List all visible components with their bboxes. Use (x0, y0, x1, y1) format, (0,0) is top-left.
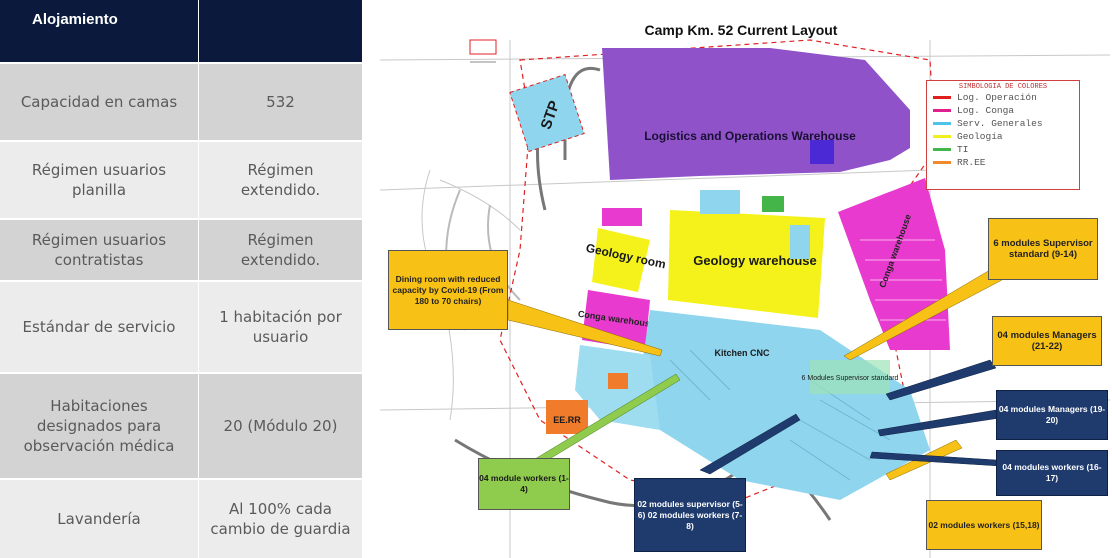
row-label: Capacidad en camas (0, 64, 198, 140)
legend-title: SIMBOLOGIA DE COLORES (958, 83, 1048, 91)
geology-warehouse-label: Geology warehouse (693, 253, 817, 268)
row-label: Habitaciones designados para observación… (0, 374, 198, 478)
row-value: 1 habitación por usuario (198, 282, 362, 372)
geology-warehouse-area (668, 210, 825, 318)
row-label: Estándar de servicio (0, 282, 198, 372)
table-row: Capacidad en camas 532 (0, 64, 362, 140)
table-row: Estándar de servicio 1 habitación por us… (0, 282, 362, 372)
camp-layout-map: STP Logistics and Operations Warehouse C… (370, 0, 1112, 558)
callout-managers-21-22: 04 modules Managers (21-22) (992, 316, 1102, 366)
callout-dining-room: Dining room with reduced capacity by Cov… (388, 250, 508, 330)
geology-room-area (592, 228, 650, 292)
table-row: Régimen usuarios planilla Régimen extend… (0, 142, 362, 218)
row-value: Régimen extendido. (198, 142, 362, 218)
row-label: Régimen usuarios planilla (0, 142, 198, 218)
map-title: Camp Km. 52 Current Layout (644, 22, 838, 38)
table-header-title: Alojamiento (0, 0, 198, 62)
callout-supervisor-standard: 6 modules Supervisor standard (9-14) (988, 218, 1098, 280)
row-value: Al 100% cada cambio de guardia (198, 480, 362, 558)
row-label: Régimen usuarios contratistas (0, 220, 198, 280)
color-legend: SIMBOLOGIA DE COLORES Log. Operación Log… (926, 80, 1080, 190)
row-value: 20 (Módulo 20) (198, 374, 362, 478)
conga-warehouse-right-area (838, 178, 950, 350)
table-row: Habitaciones designados para observación… (0, 374, 362, 478)
legend-item: RR.EE (927, 156, 1079, 169)
logistics-warehouse-area (602, 48, 910, 180)
row-value: 532 (198, 64, 362, 140)
legend-item: Geología (927, 130, 1079, 143)
callout-workers-1-4: 04 module workers (1-4) (478, 458, 570, 510)
accommodation-table: Alojamiento Capacidad en camas 532 Régim… (0, 0, 362, 558)
row-value: Régimen extendido. (198, 220, 362, 280)
table-header: Alojamiento (0, 0, 362, 62)
legend-item: Log. Operación (927, 91, 1079, 104)
legend-item: TI (927, 143, 1079, 156)
eerr-label: EE.RR (553, 415, 581, 425)
logo-stamp (469, 39, 497, 63)
kitchen-label: Kitchen CNC (714, 348, 770, 358)
logistics-warehouse-label: Logistics and Operations Warehouse (644, 129, 856, 143)
callout-supervisor-5-6: 02 modules supervisor (5-6) 02 modules w… (634, 478, 746, 552)
row-label: Lavandería (0, 480, 198, 558)
table-header-blank (198, 0, 362, 62)
callout-workers-15-18: 02 modules workers (15,18) (926, 500, 1042, 550)
legend-item: Serv. Generales (927, 117, 1079, 130)
table-row: Régimen usuarios contratistas Régimen ex… (0, 220, 362, 280)
legend-item: Log. Conga (927, 104, 1079, 117)
callout-managers-19-20: 04 modules Managers (19-20) (996, 390, 1108, 440)
table-row: Lavandería Al 100% cada cambio de guardi… (0, 480, 362, 558)
stp-area: STP (509, 73, 585, 153)
eerr-area (546, 400, 588, 434)
modules-area-label: 6 Modules Supervisor standard (802, 375, 899, 382)
callout-workers-16-17: 04 modules workers (16-17) (996, 450, 1108, 496)
